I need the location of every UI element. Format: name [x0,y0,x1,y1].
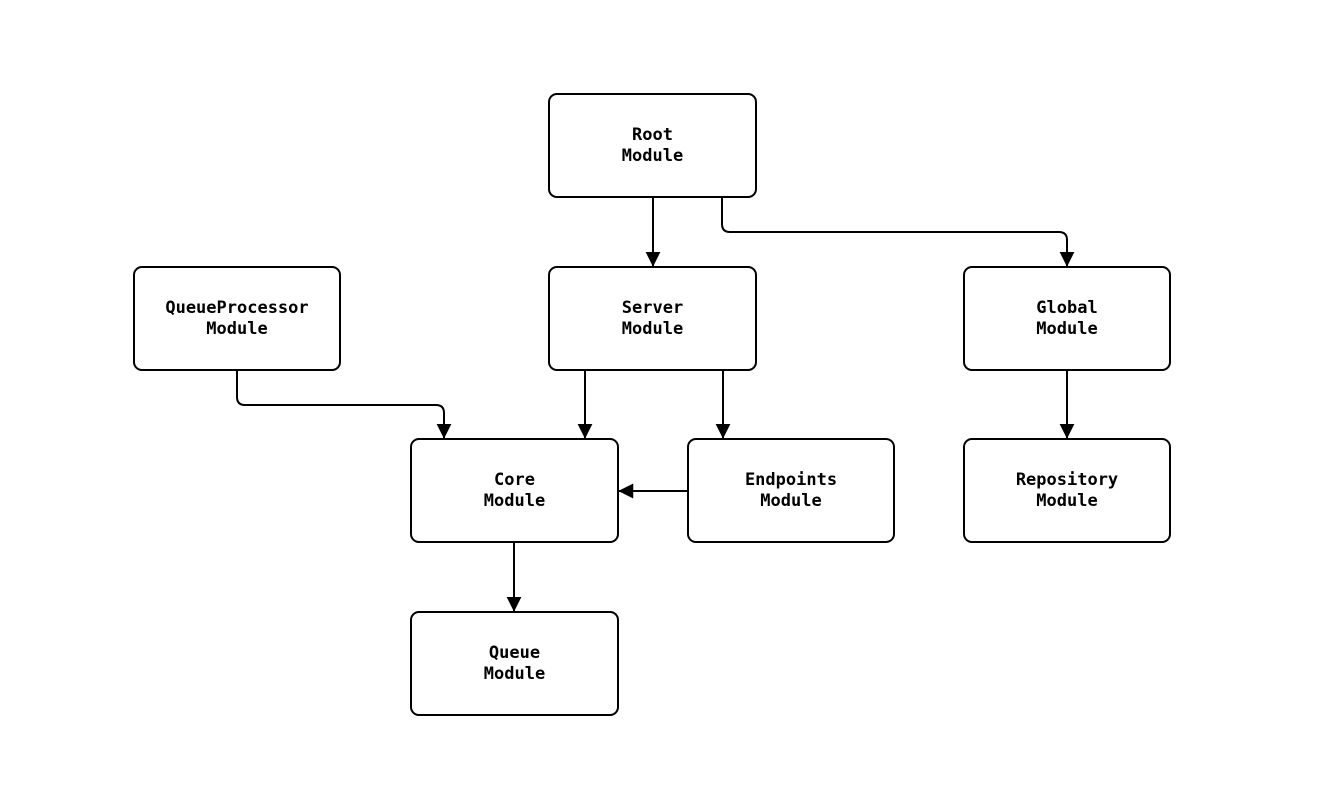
node-label-queue: Queue Module [483,642,546,684]
node-repository-module: Repository Module [963,438,1171,543]
node-label-endpoints: Endpoints Module [744,469,838,511]
node-root-module: Root Module [548,93,757,198]
edges-group [236,198,1075,612]
node-global-module: Global Module [963,266,1171,371]
node-label-root: Root Module [621,124,684,166]
node-endpoints-module: Endpoints Module [687,438,895,543]
edge-queueprocessor-to-core [236,371,452,439]
node-label-queueprocessor: QueueProcessor Module [165,297,309,339]
node-label-core: Core Module [483,469,546,511]
node-queueprocessor-module: QueueProcessor Module [133,266,341,371]
node-label-repository: Repository Module [1015,469,1119,511]
edge-root-to-global [721,198,1075,267]
node-label-server: Server Module [621,297,684,339]
node-queue-module: Queue Module [410,611,619,716]
node-label-global: Global Module [1036,297,1098,339]
node-core-module: Core Module [410,438,619,543]
node-server-module: Server Module [548,266,757,371]
